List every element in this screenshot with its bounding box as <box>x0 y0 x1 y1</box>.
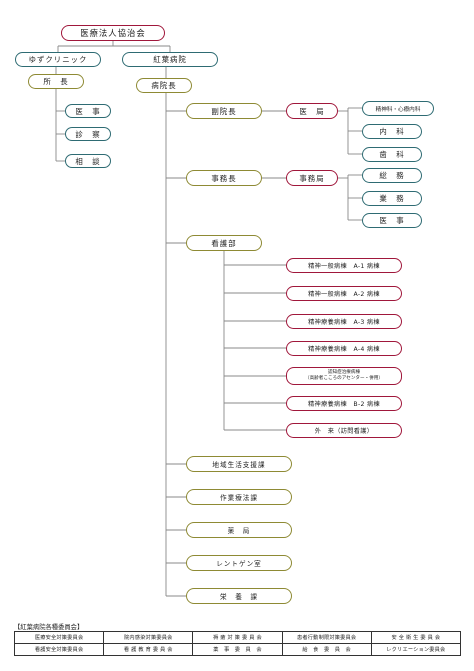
support-pharmacy: 薬 局 <box>186 522 292 538</box>
committee-cell: 給 食 委 員 会 <box>281 643 372 656</box>
committee-row: 医療安全対策委員会 院内感染対策委員会 褥 瘡 対 策 委 員 会 患者行動制限… <box>13 631 462 644</box>
committee-cell: 患者行動制限対策委員会 <box>281 631 372 644</box>
clinic-box: ゆずクリニック <box>15 52 101 67</box>
ward-a1: 精神一般病棟 A-1 病棟 <box>286 258 402 273</box>
ward-a2: 精神一般病棟 A-2 病棟 <box>286 286 402 301</box>
vice-director-box: 副院長 <box>186 103 262 119</box>
admin-bureau-box: 事務局 <box>286 170 338 186</box>
ward-dementia-sub: （高齢者こころのアセンター・併用） <box>304 376 383 381</box>
medical-unit-psychiatry: 精神科・心療内科 <box>362 101 434 116</box>
medical-bureau-box: 医 局 <box>286 103 338 119</box>
committee-table: 医療安全対策委員会 院内感染対策委員会 褥 瘡 対 策 委 員 会 患者行動制限… <box>13 631 462 656</box>
outpatient-box: 外 来（訪問看護） <box>286 423 402 438</box>
support-occupational-therapy: 作業療法課 <box>186 489 292 505</box>
medical-unit-dental: 歯 科 <box>362 147 422 162</box>
clinic-unit-medical-office: 医 事 <box>65 104 111 118</box>
nursing-dept-box: 看護部 <box>186 235 262 251</box>
clinic-unit-examination: 診 察 <box>65 127 111 141</box>
committee-cell: 医療安全対策委員会 <box>13 631 105 644</box>
committee-cell: レクリエーション委員会 <box>370 643 462 656</box>
admin-unit-operations: 業 務 <box>362 191 422 206</box>
ward-a4: 精神療養病棟 A-4 病棟 <box>286 341 402 356</box>
committee-row: 看護安全対策委員会 看 護 教 育 委 員 会 薬 事 委 員 会 給 食 委 … <box>13 643 462 656</box>
ward-a3: 精神療養病棟 A-3 病棟 <box>286 314 402 329</box>
admin-unit-medical-office: 医 事 <box>362 213 422 228</box>
support-radiology: レントゲン室 <box>186 555 292 571</box>
committee-cell: 看 護 教 育 委 員 会 <box>103 643 194 656</box>
committee-cell: 薬 事 委 員 会 <box>192 643 283 656</box>
hospital-director-box: 病院長 <box>136 78 192 93</box>
committee-caption: 【紅葉病院各種委員会】 <box>14 624 84 631</box>
support-nutrition: 栄 養 課 <box>186 588 292 604</box>
ward-dementia-label: 認知症治療病棟 <box>327 370 361 375</box>
committee-cell: 褥 瘡 対 策 委 員 会 <box>192 631 283 644</box>
support-community-life: 地域生活支援課 <box>186 456 292 472</box>
committee-cell: 安 全 衛 生 委 員 会 <box>370 631 462 644</box>
clinic-unit-consultation: 相 談 <box>65 154 111 168</box>
hospital-box: 紅葉病院 <box>122 52 218 67</box>
admin-unit-general-affairs: 総 務 <box>362 168 422 183</box>
admin-head-box: 事務長 <box>186 170 262 186</box>
corporation-box: 医療法人協治会 <box>61 25 165 41</box>
clinic-director-box: 所 長 <box>28 74 84 89</box>
medical-unit-internal: 内 科 <box>362 124 422 139</box>
committee-cell: 看護安全対策委員会 <box>13 643 105 656</box>
ward-b2: 精神療養病棟 B-2 病棟 <box>286 396 402 411</box>
committee-cell: 院内感染対策委員会 <box>103 631 194 644</box>
ward-dementia: 認知症治療病棟 （高齢者こころのアセンター・併用） <box>286 367 402 385</box>
